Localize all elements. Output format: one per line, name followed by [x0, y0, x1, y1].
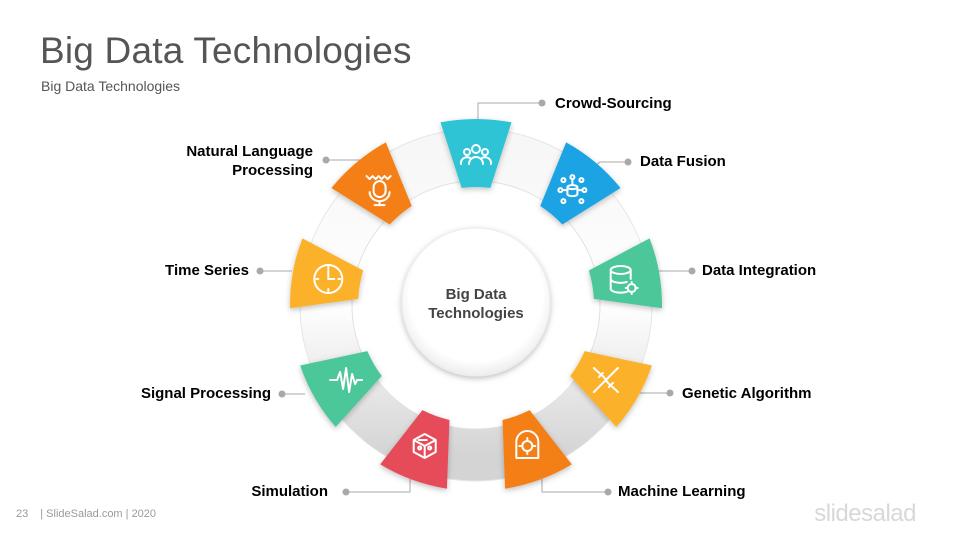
people-group-icon [459, 144, 493, 165]
database-gear-icon [609, 265, 639, 295]
label-genetic-algorithm: Genetic Algorithm [682, 385, 812, 402]
network-database-icon [557, 174, 588, 205]
page-subtitle: Big Data Technologies [41, 78, 181, 94]
center-title-line2: Technologies [428, 305, 524, 322]
label-signal-processing: Signal Processing [140, 385, 271, 402]
label-natural-language-processing: Natural Language Processing [186, 142, 313, 180]
page-title: Big Data Technologies [40, 30, 412, 71]
brain-gear-icon [515, 430, 540, 459]
center-title-line1: Big Data [446, 286, 508, 303]
segment-natural-language-processing [331, 142, 412, 225]
label-nlp-line2: Processing [232, 162, 313, 179]
label-simulation: Simulation [251, 483, 328, 500]
segment-genetic-algorithm [570, 351, 652, 428]
segment-machine-learning [502, 410, 572, 489]
segment-time-series [290, 238, 364, 309]
page-number: 23 [16, 508, 29, 520]
cube-circuit-icon [412, 433, 437, 459]
waveform-icon [329, 367, 364, 393]
label-machine-learning: Machine Learning [618, 483, 746, 500]
label-nlp-line1: Natural Language [186, 143, 313, 160]
label-data-integration: Data Integration [702, 262, 817, 279]
footer-source: | SlideSalad.com | 2020 [40, 508, 157, 520]
segment-simulation [380, 410, 450, 489]
segment-data-fusion [540, 142, 621, 225]
label-crowd-sourcing: Crowd-Sourcing [555, 95, 672, 112]
segment-signal-processing [300, 351, 382, 428]
center-circle [401, 227, 551, 377]
dna-icon [592, 367, 619, 393]
label-data-fusion: Data Fusion [640, 153, 726, 170]
connector-dots [256, 99, 696, 496]
clock-icon [313, 264, 344, 294]
label-time-series: Time Series [165, 262, 249, 279]
footer: 23 | SlideSalad.com | 2020 [16, 508, 156, 520]
microphone-icon [365, 175, 392, 207]
brand-logo: slidesalad [814, 500, 916, 527]
